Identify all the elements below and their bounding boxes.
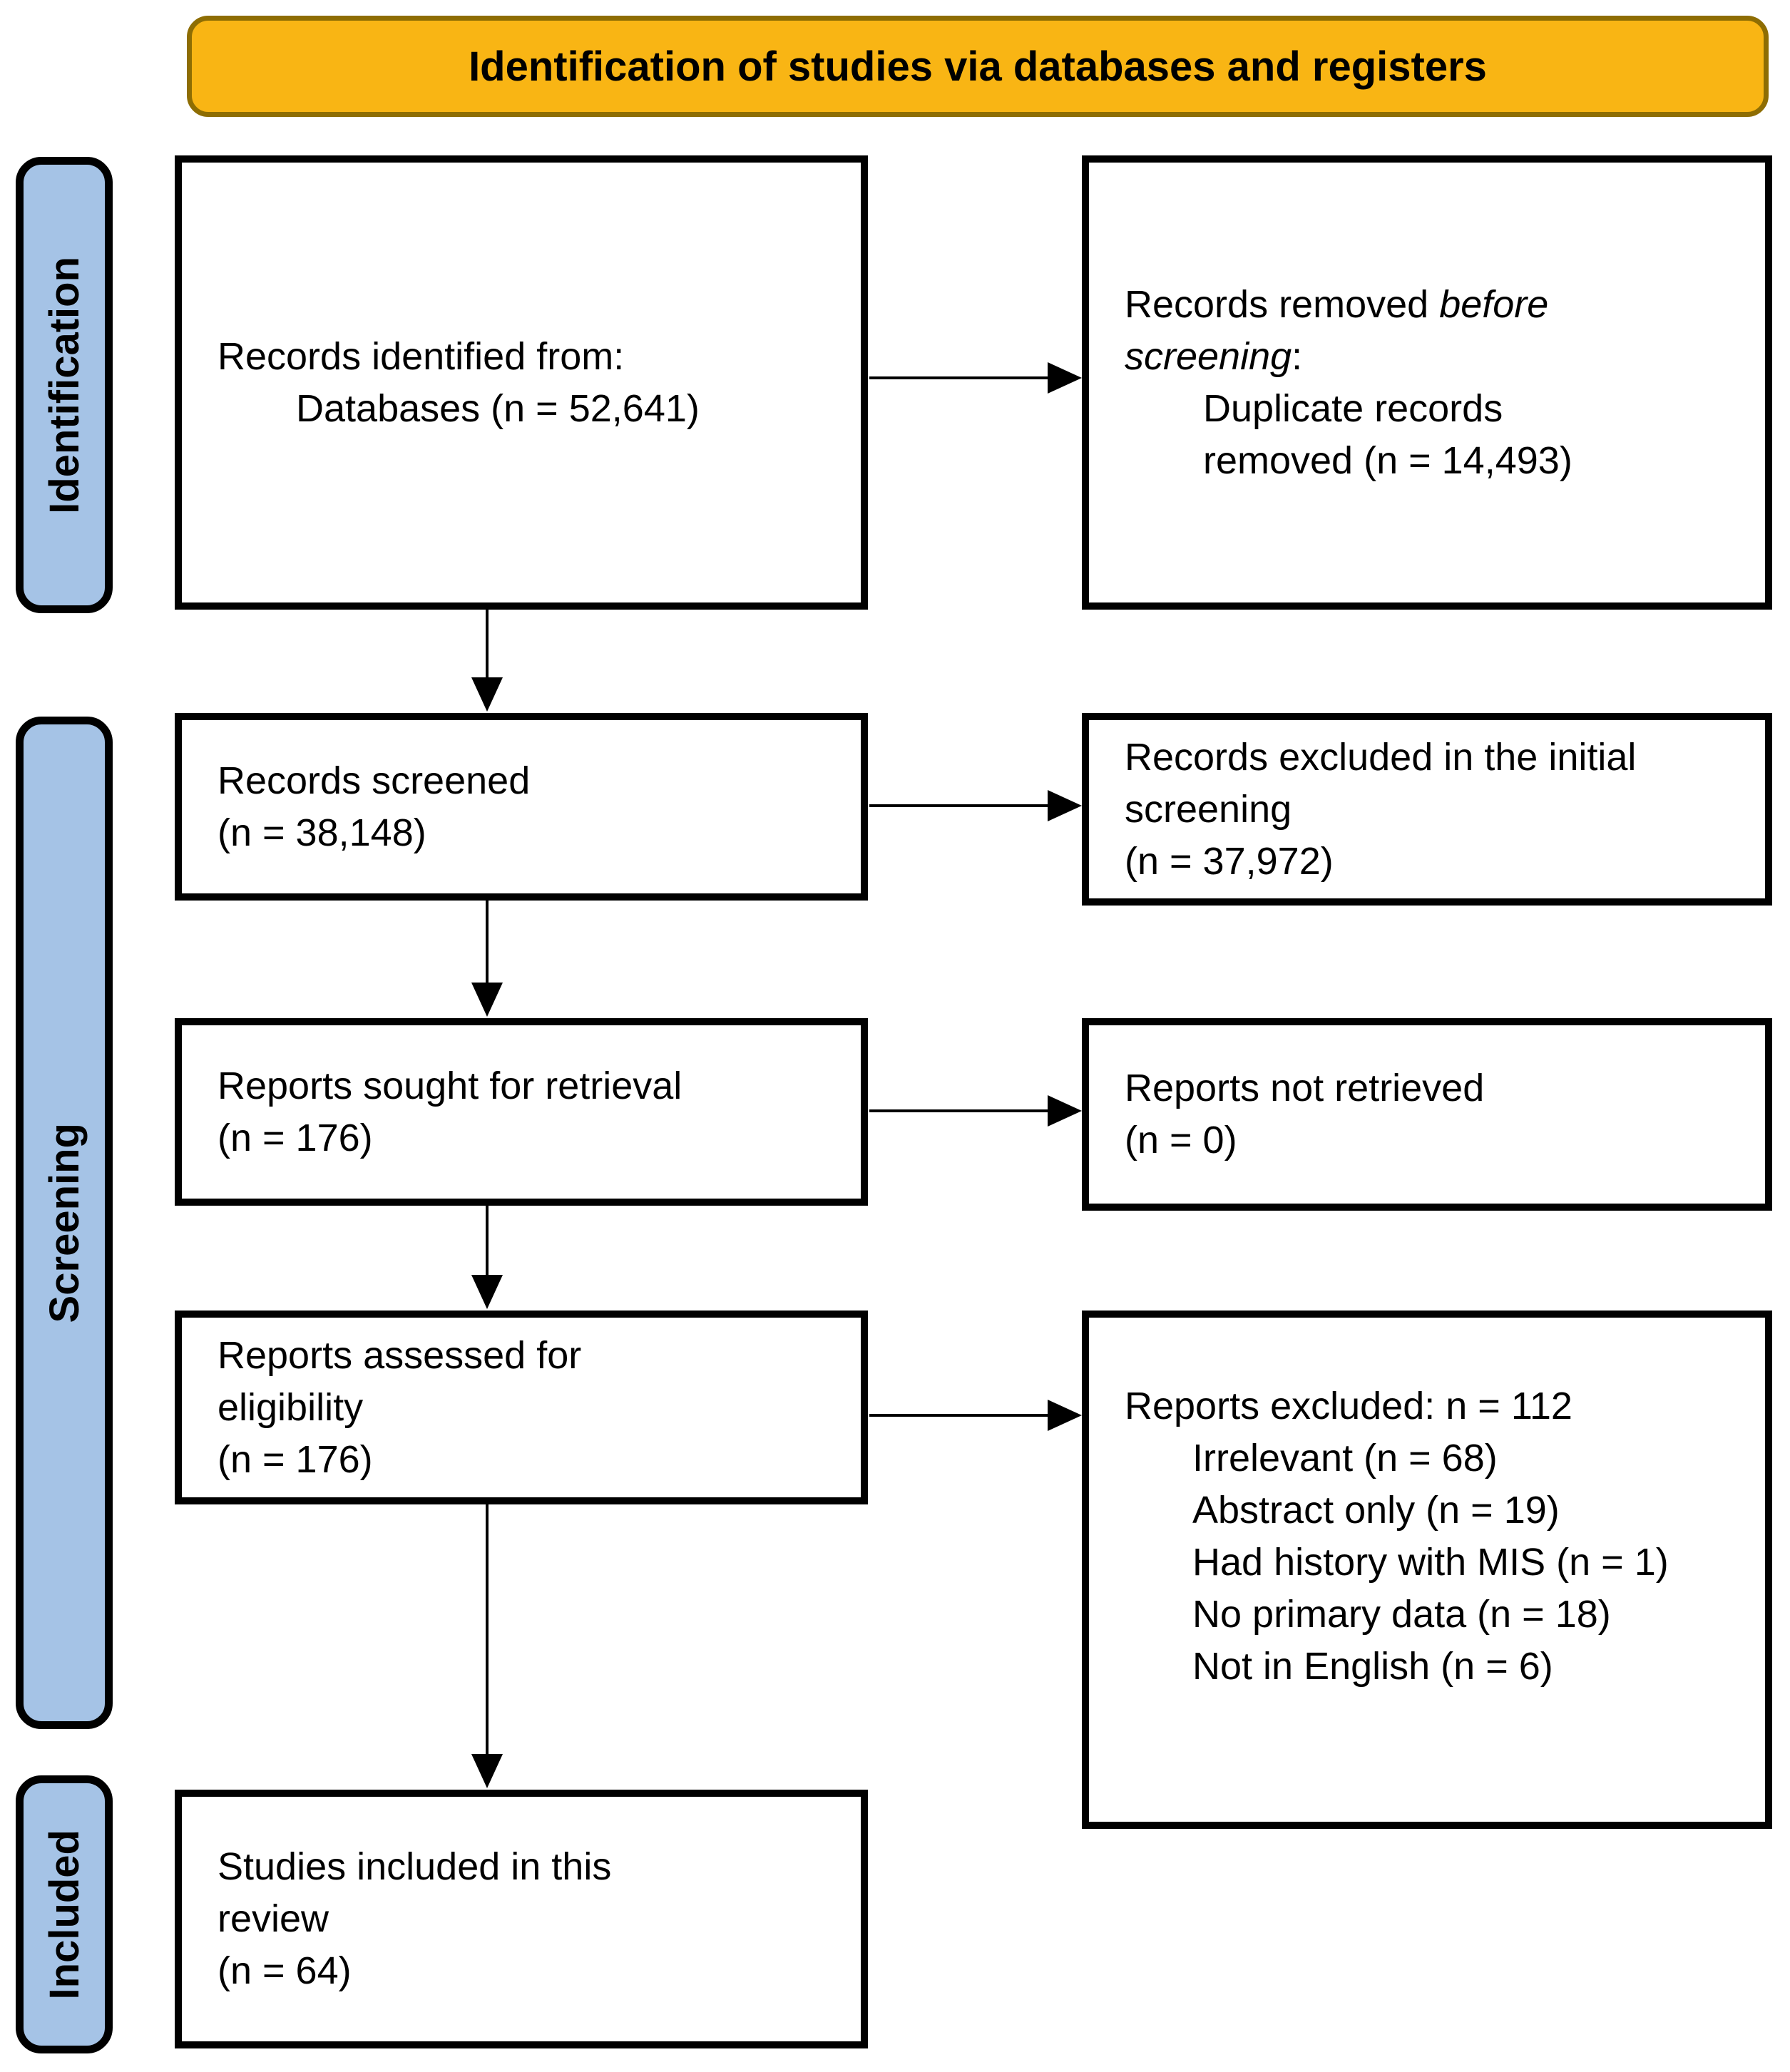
records-removed-line1: Records removed before [1125, 279, 1739, 331]
reports-sought-line1: Reports sought for retrieval [218, 1064, 682, 1107]
reports-excluded-item-abstract-only: Abstract only (n = 19) [1192, 1489, 1560, 1532]
arrow-down-4-head [471, 1754, 503, 1788]
reports-assessed-line2: eligibility [218, 1385, 364, 1429]
stage-label-screening: Screening [16, 717, 113, 1729]
records-removed-sub-line1: Duplicate records [1203, 386, 1503, 430]
studies-included-line2: review [218, 1897, 329, 1940]
reports-assessed-line1: Reports assessed for [218, 1333, 582, 1377]
stage-label-identification: Identification [16, 157, 113, 613]
records-removed-line2-suffix: : [1292, 334, 1303, 378]
arrow-down-3-head [471, 1275, 503, 1309]
studies-included-line3: (n = 64) [218, 1949, 352, 1992]
arrow-right-3-line [869, 1109, 1049, 1112]
arrow-right-2-line [869, 804, 1049, 807]
reports-not-retrieved-line1: Reports not retrieved [1125, 1067, 1485, 1109]
box-records-screened: Records screened (n = 38,148) [175, 713, 868, 901]
records-identified-line2: Databases (n = 52,641) [296, 386, 700, 430]
stage-label-screening-text: Screening [41, 1122, 88, 1323]
arrow-right-4-head [1048, 1400, 1082, 1431]
records-screened-line1: Records screened [218, 759, 531, 802]
reports-excluded-item-history-mis: Had history with MIS (n = 1) [1192, 1541, 1669, 1584]
records-removed-line1-italic: before [1439, 282, 1549, 326]
records-excluded-line2: screening [1125, 787, 1292, 831]
box-reports-excluded-reasons: Reports excluded: n = 112 Irrelevant (n … [1082, 1311, 1772, 1829]
arrow-right-4-line [869, 1414, 1049, 1417]
reports-not-retrieved-line2: (n = 0) [1125, 1119, 1237, 1161]
arrow-down-1-head [471, 677, 503, 712]
arrow-down-2-line [486, 901, 489, 984]
records-screened-line2: (n = 38,148) [218, 811, 426, 854]
records-identified-line1: Records identified from: [218, 334, 625, 378]
stage-label-included: Included [16, 1775, 113, 2053]
reports-sought-line2: (n = 176) [218, 1116, 373, 1159]
arrow-down-2-head [471, 983, 503, 1017]
box-records-removed-before-screening: Records removed before screening: Duplic… [1082, 155, 1772, 610]
reports-excluded-header: Reports excluded: n = 112 [1125, 1385, 1572, 1427]
records-removed-line2-italic: screening [1125, 334, 1292, 378]
reports-assessed-line3: (n = 176) [218, 1437, 373, 1481]
records-excluded-line3: (n = 37,972) [1125, 839, 1334, 883]
reports-excluded-item-irrelevant: Irrelevant (n = 68) [1192, 1437, 1498, 1479]
records-removed-line1-normal: Records removed [1125, 282, 1429, 326]
studies-included-line1: Studies included in this [218, 1845, 612, 1888]
records-excluded-line1: Records excluded in the initial [1125, 735, 1637, 779]
box-reports-assessed-for-eligibility: Reports assessed for eligibility (n = 17… [175, 1311, 868, 1504]
arrow-down-1-line [486, 608, 489, 679]
reports-excluded-item-not-english: Not in English (n = 6) [1192, 1645, 1553, 1688]
stage-label-identification-text: Identification [41, 256, 88, 514]
reports-excluded-item-no-primary-data: No primary data (n = 18) [1192, 1593, 1611, 1636]
box-records-identified: Records identified from: Databases (n = … [175, 155, 868, 610]
arrow-right-1-head [1048, 362, 1082, 394]
arrow-right-2-head [1048, 790, 1082, 821]
records-removed-sub-line2: removed (n = 14,493) [1203, 438, 1572, 482]
records-removed-line2: screening: [1125, 331, 1739, 383]
arrow-right-1-line [869, 376, 1049, 379]
box-reports-not-retrieved: Reports not retrieved (n = 0) [1082, 1018, 1772, 1211]
arrow-down-3-line [486, 1206, 489, 1276]
box-reports-sought-for-retrieval: Reports sought for retrieval (n = 176) [175, 1018, 868, 1206]
box-studies-included: Studies included in this review (n = 64) [175, 1790, 868, 2048]
diagram-title: Identification of studies via databases … [469, 43, 1487, 90]
arrow-down-4-line [486, 1504, 489, 1755]
arrow-right-3-head [1048, 1095, 1082, 1127]
box-records-excluded-initial-screening: Records excluded in the initial screenin… [1082, 713, 1772, 906]
stage-label-included-text: Included [41, 1829, 88, 2000]
diagram-title-banner: Identification of studies via databases … [187, 16, 1769, 117]
